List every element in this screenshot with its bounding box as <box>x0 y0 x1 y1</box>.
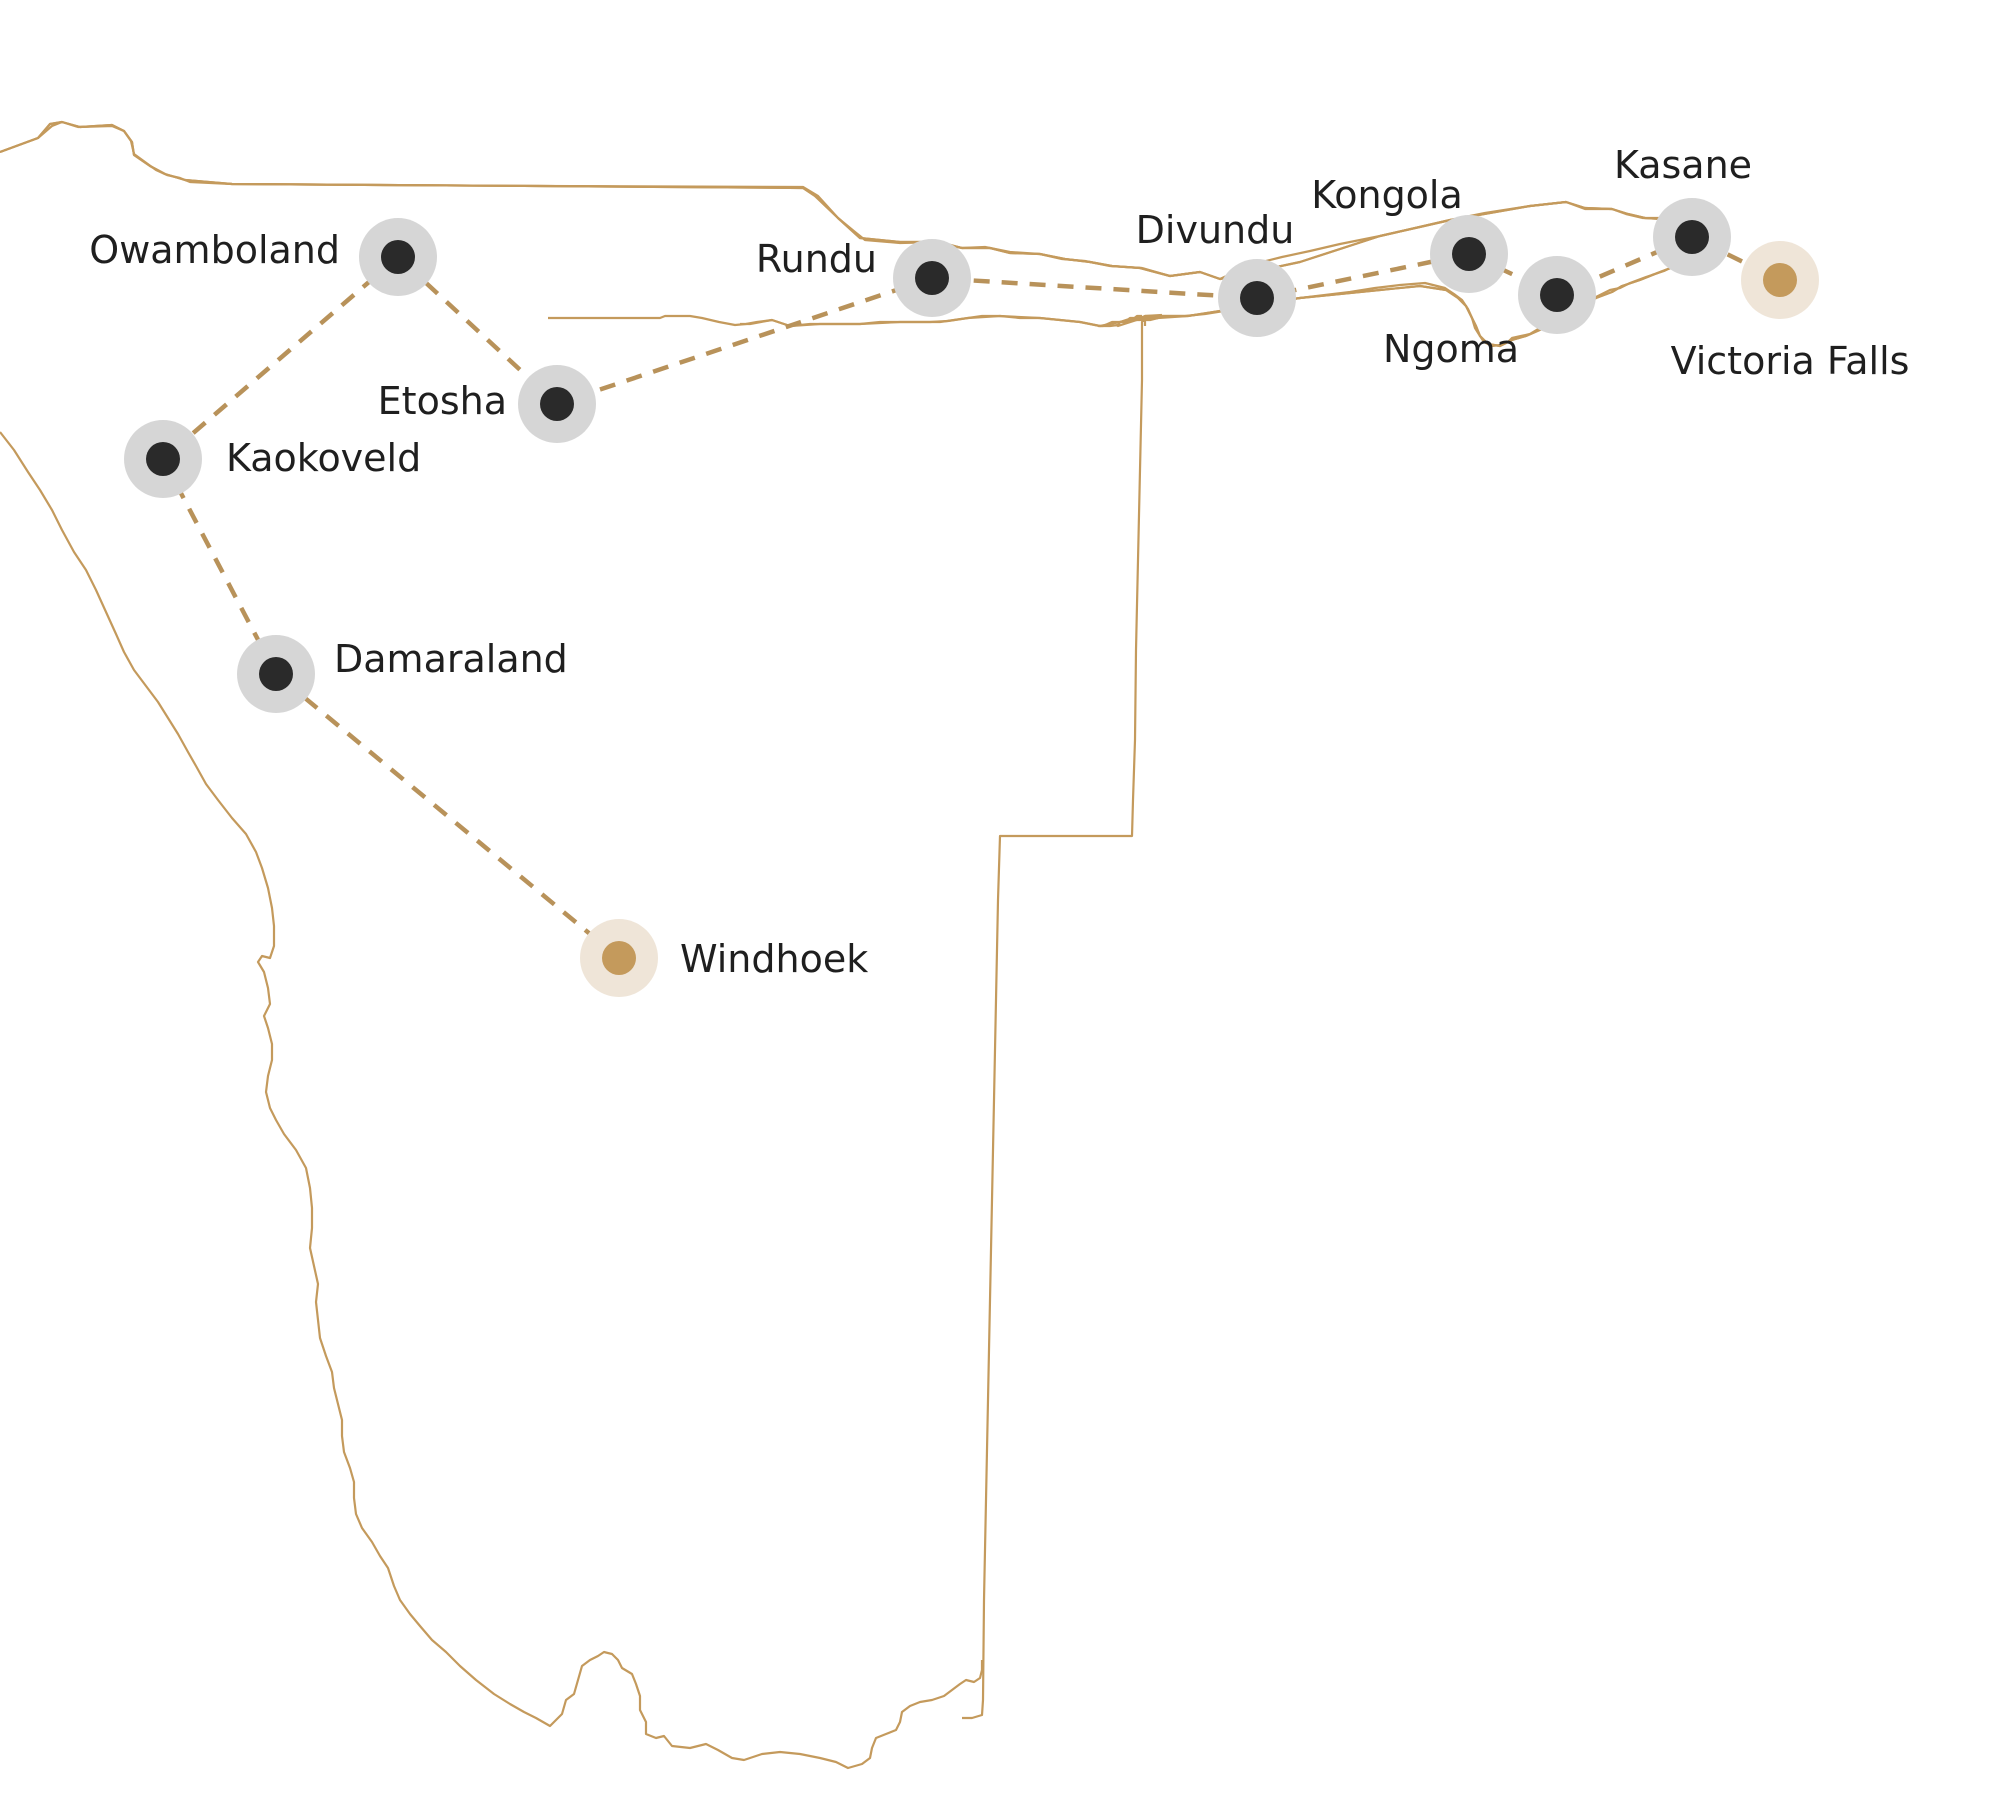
rundu-marker[interactable] <box>915 261 949 295</box>
ngoma-marker[interactable] <box>1540 278 1574 312</box>
rundu-label: Rundu <box>756 237 877 281</box>
owamboland-marker[interactable] <box>381 240 415 274</box>
kongola-marker[interactable] <box>1452 237 1486 271</box>
damaraland-marker[interactable] <box>259 657 293 691</box>
victoria-falls-marker[interactable] <box>1763 263 1797 297</box>
windhoek-marker[interactable] <box>602 941 636 975</box>
country-border-east-edge <box>962 316 1158 1720</box>
divundu-marker[interactable] <box>1240 281 1274 315</box>
route-stops: Windhoek Damaraland Kaokoveld OwambolandEto… <box>89 143 1909 997</box>
victoria-falls-label: Victoria Falls <box>1671 339 1910 383</box>
kongola-label: Kongola <box>1311 173 1463 217</box>
owamboland-label: Owamboland <box>89 228 340 272</box>
etosha-marker[interactable] <box>540 387 574 421</box>
ngoma-label: Ngoma <box>1383 327 1519 371</box>
kaokoveld-label: Kaokoveld <box>226 436 421 480</box>
kasane-marker[interactable] <box>1675 220 1709 254</box>
windhoek-label: Windhoek <box>680 937 868 981</box>
kaokoveld-marker[interactable] <box>146 442 180 476</box>
kasane-label: Kasane <box>1614 143 1752 187</box>
route-path <box>160 234 1781 960</box>
damaraland-label: Damaraland <box>334 637 568 681</box>
divundu-label: Divundu <box>1136 208 1295 252</box>
etosha-label: Etosha <box>378 379 507 423</box>
country-border-west-south <box>0 431 984 1770</box>
